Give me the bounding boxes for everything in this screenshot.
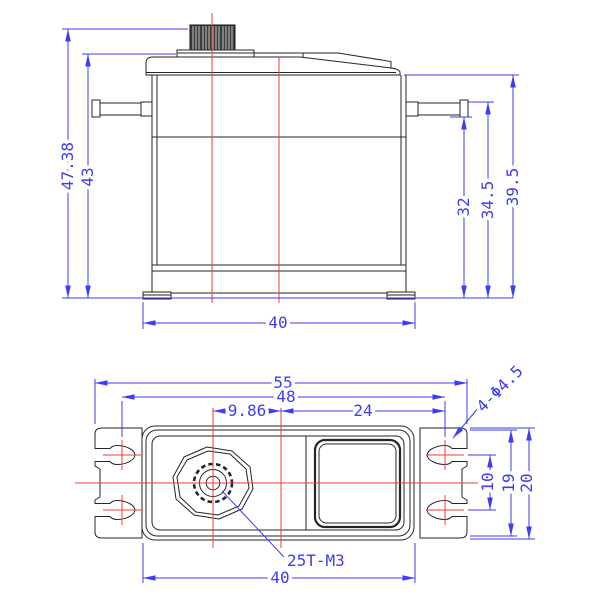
crosshair-slots-right bbox=[426, 440, 464, 525]
leader-spline-note bbox=[221, 490, 285, 558]
dim-center-to-holes-label: 24 bbox=[353, 401, 372, 420]
mount-tab-right bbox=[405, 99, 469, 118]
ext-flange-width bbox=[470, 427, 535, 540]
ext-mount-hole-span bbox=[121, 401, 446, 437]
spline-teeth bbox=[192, 26, 233, 50]
side-view-geometry bbox=[91, 13, 469, 303]
tab-end-cap bbox=[459, 99, 469, 118]
dim-flange-span-label: 55 bbox=[273, 373, 292, 392]
plan-view-geometry bbox=[75, 408, 478, 548]
case-feet bbox=[142, 291, 416, 300]
tab-arm bbox=[417, 102, 461, 116]
upper-case-outline bbox=[145, 56, 401, 76]
ext-flange-span bbox=[94, 379, 468, 424]
tab-arm bbox=[99, 102, 142, 116]
side-view: 47.38 43 32 34.5 39.5 40 bbox=[55, 13, 526, 336]
dim-spline-offset-label: 9.86 bbox=[228, 401, 267, 420]
spline-boss-outer bbox=[172, 446, 254, 520]
dim-upper-case-top-label: 39.5 bbox=[503, 168, 522, 207]
leader-mount-hole-note bbox=[452, 406, 480, 439]
mount-hole-note-label: 4-Φ4.5 bbox=[472, 361, 526, 415]
dim-slot-pitch-label: 10 bbox=[478, 472, 497, 491]
side-view-dimensions: 47.38 43 32 34.5 39.5 40 bbox=[55, 28, 526, 336]
dim-mount-hole-span-label: 48 bbox=[276, 387, 295, 406]
dim-overall-height-label: 47.38 bbox=[58, 142, 77, 190]
spline-boss-inner bbox=[176, 450, 250, 516]
tab-end-cap bbox=[91, 99, 101, 118]
crosshair-slots-left bbox=[103, 440, 141, 525]
mount-tab-left bbox=[91, 99, 153, 118]
tab-root bbox=[140, 101, 153, 117]
upper-case-chamfer bbox=[177, 52, 392, 68]
dim-case-width-label: 40 bbox=[268, 313, 287, 332]
case-side-walls bbox=[151, 75, 407, 292]
dim-case-height-label: 43 bbox=[78, 167, 97, 186]
plan-view: 55 48 9.86 24 4-Φ4.5 10 19 20 bbox=[75, 358, 540, 591]
dim-flange-width-label: 20 bbox=[517, 473, 536, 492]
spline-note-label: 25T-M3 bbox=[287, 551, 345, 570]
dim-plan-case-width-label: 40 bbox=[270, 568, 289, 587]
dim-tab-bottom-label: 32 bbox=[454, 197, 473, 216]
dim-flange-inner-width-label: 19 bbox=[499, 473, 518, 492]
tab-root bbox=[405, 101, 419, 117]
dim-tab-top-label: 34.5 bbox=[478, 181, 497, 220]
